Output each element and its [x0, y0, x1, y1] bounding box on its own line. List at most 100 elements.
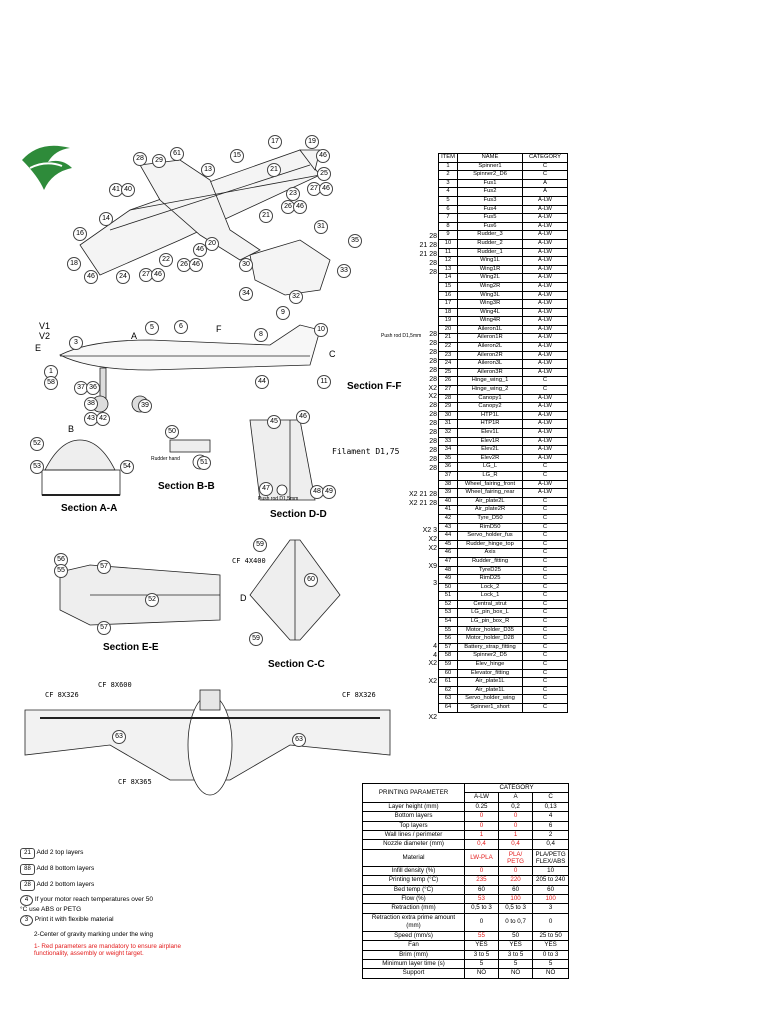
name-cell: Aileron1R [457, 333, 523, 344]
item-cell: 64 [438, 703, 458, 713]
print-mark: 28 [429, 464, 437, 472]
name-cell: Fus3 [457, 195, 523, 206]
item-cell: 17 [438, 299, 458, 309]
item-cell: 35 [438, 453, 458, 464]
item-cell: 13 [438, 264, 458, 275]
param-value-cell: 1 [497, 830, 534, 841]
param-value-cell: 5 [532, 958, 569, 970]
param-name-cell: Printing temp (°C) [361, 875, 466, 886]
cf-4x400-label: CF 4X400 [232, 557, 266, 565]
item-cell: 43 [438, 522, 458, 533]
legend-text: Add 2 top layers [36, 849, 84, 856]
cog-note: 2-Center of gravity marking under the wi… [34, 931, 153, 938]
item-cell: 4 [438, 187, 458, 197]
category-cell: C [522, 385, 568, 395]
name-cell: Wheel_fairing_rear [457, 488, 523, 498]
push-rod-top-label: Push rod D1,5mm [381, 333, 422, 339]
category-cell: A-LW [522, 402, 568, 412]
item-cell: 38 [438, 479, 458, 490]
legend-symbol: 3 [20, 915, 33, 926]
param-value-cell: 0 [464, 865, 499, 877]
item-cell: 34 [438, 445, 458, 455]
category-cell: A-LW [522, 479, 568, 490]
param-value-cell: 0,13 [532, 801, 569, 813]
cat-col: C [532, 792, 569, 803]
b-label: B [68, 424, 75, 434]
category-cell: C [522, 617, 568, 627]
category-cell: C [522, 161, 568, 172]
item-cell: 41 [438, 505, 458, 515]
item-cell: 28 [438, 393, 458, 404]
item-cell: 5 [438, 195, 458, 206]
name-cell: Air_plate1L [457, 677, 523, 687]
param-value-cell: 53 [464, 894, 499, 905]
d-label: D [240, 593, 247, 603]
name-cell: Aileron2R [457, 350, 523, 361]
category-cell: A-LW [522, 367, 568, 378]
section-c-c-drawing [249, 539, 341, 641]
red-params-note: 1- Red parameters are mandatory to ensur… [34, 943, 182, 957]
name-cell: Lock_2 [457, 582, 523, 593]
print-mark: 28 [429, 375, 437, 383]
param-value-cell: 0,4 [497, 839, 534, 850]
item-cell: 11 [438, 247, 458, 258]
param-name-cell: Nozzle diameter (mm) [361, 839, 466, 850]
print-mark: 28 [429, 331, 437, 339]
category-cell: C [522, 462, 568, 472]
category-cell: C [522, 677, 568, 687]
name-cell: LG_L [457, 462, 523, 472]
name-cell: Rudder_3 [457, 230, 523, 240]
category-cell: C [522, 660, 568, 670]
category-cell: C [522, 599, 568, 610]
item-cell: 19 [438, 316, 458, 326]
param-value-cell: YES [464, 940, 499, 951]
item-cell: 62 [438, 685, 458, 696]
category-cell: C [522, 703, 568, 713]
item-cell: 52 [438, 599, 458, 610]
category-cell: A [522, 178, 568, 189]
legend-text: Add 2 bottom layers [36, 881, 95, 888]
name-cell: RimD50 [457, 522, 523, 533]
category-cell: C [522, 634, 568, 644]
category-cell: A-LW [522, 281, 568, 292]
legend-text: Print it with flexible material [34, 916, 114, 923]
item-cell: 23 [438, 350, 458, 361]
name-cell: Elev1L [457, 428, 523, 438]
category-cell: C [522, 496, 568, 507]
section-b-b-title: Section B-B [158, 481, 215, 492]
print-mark: 28 [429, 348, 437, 356]
print-mark: X2 [428, 544, 437, 552]
category-cell: A-LW [522, 264, 568, 275]
cf-8x365-label: CF 8X365 [118, 778, 152, 786]
cf-8x600-label: CF 8X600 [98, 681, 132, 689]
category-cell: A-LW [522, 273, 568, 283]
name-cell: Fus5 [457, 213, 523, 223]
legend-item: 21 Add 2 top layers [20, 848, 83, 859]
category-cell: C [522, 170, 568, 180]
item-cell: 40 [438, 496, 458, 507]
item-cell: 1 [438, 161, 458, 172]
category-cell: A-LW [522, 428, 568, 438]
param-name-cell: Flow (%) [361, 894, 466, 905]
printing-parameter-header: PRINTING PARAMETER [361, 783, 466, 803]
legend-text: If your motor reach temperatures over 50… [20, 896, 153, 913]
section-d-d-drawing [249, 419, 316, 501]
item-cell: 39 [438, 488, 458, 498]
params-header-row: PRINTING PARAMETER CATEGORY [361, 782, 569, 803]
name-cell: Servo_holder_fus [457, 531, 523, 541]
